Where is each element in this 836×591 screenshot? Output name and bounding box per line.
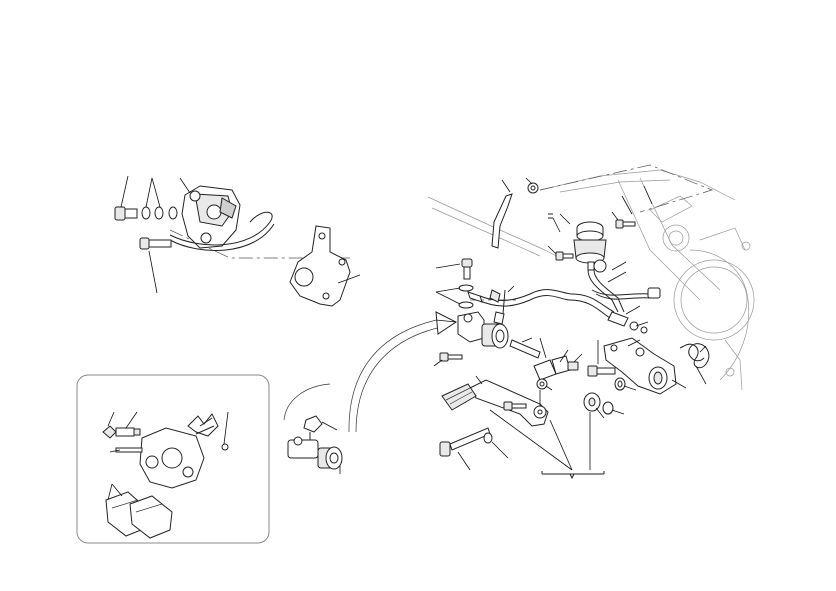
rear-brake-caliper-assembly (114, 185, 275, 252)
assembly-lines (169, 164, 714, 301)
switch-wire (591, 261, 661, 334)
push-rod (509, 337, 541, 359)
long-pivot-bolt (439, 427, 509, 471)
fluid-reservoir (548, 213, 607, 273)
pedal-bracket (603, 337, 687, 395)
inset-caliper (139, 427, 205, 489)
mount-bolt (611, 211, 636, 229)
pad-pin (115, 447, 143, 453)
detail-master-cylinder (287, 415, 343, 470)
brake-pad (129, 495, 173, 539)
pedal-pivot-bolt (587, 340, 616, 377)
group-bracket (489, 409, 605, 480)
washer (154, 206, 164, 220)
pedal-bolt (503, 401, 527, 411)
caliper-bolt (114, 206, 138, 221)
reservoir-hose (587, 269, 619, 313)
rear-master-cylinder (435, 311, 509, 349)
bleed-bolt (139, 237, 172, 250)
clip (221, 443, 229, 451)
washer (141, 206, 151, 220)
washer (168, 206, 178, 220)
banjo-bolt (435, 258, 483, 309)
master-cylinder-detail (283, 311, 457, 474)
frame-leaders (559, 185, 653, 225)
brake-hose (477, 285, 615, 319)
reservoir-bolt (547, 245, 574, 261)
brake-pads-inset (76, 374, 270, 544)
inset-pin (102, 425, 141, 439)
brake-caliper (181, 185, 241, 249)
brake-pedal (441, 375, 549, 427)
clevis (533, 337, 583, 391)
pedal-bushing (583, 392, 625, 419)
caliper-bracket (289, 225, 351, 307)
hose-bracket (491, 177, 539, 249)
return-spring (679, 343, 710, 385)
pivot-washer (614, 377, 637, 391)
leader-lines-caliper (120, 175, 361, 294)
cylinder-mount-bolt (433, 352, 463, 367)
